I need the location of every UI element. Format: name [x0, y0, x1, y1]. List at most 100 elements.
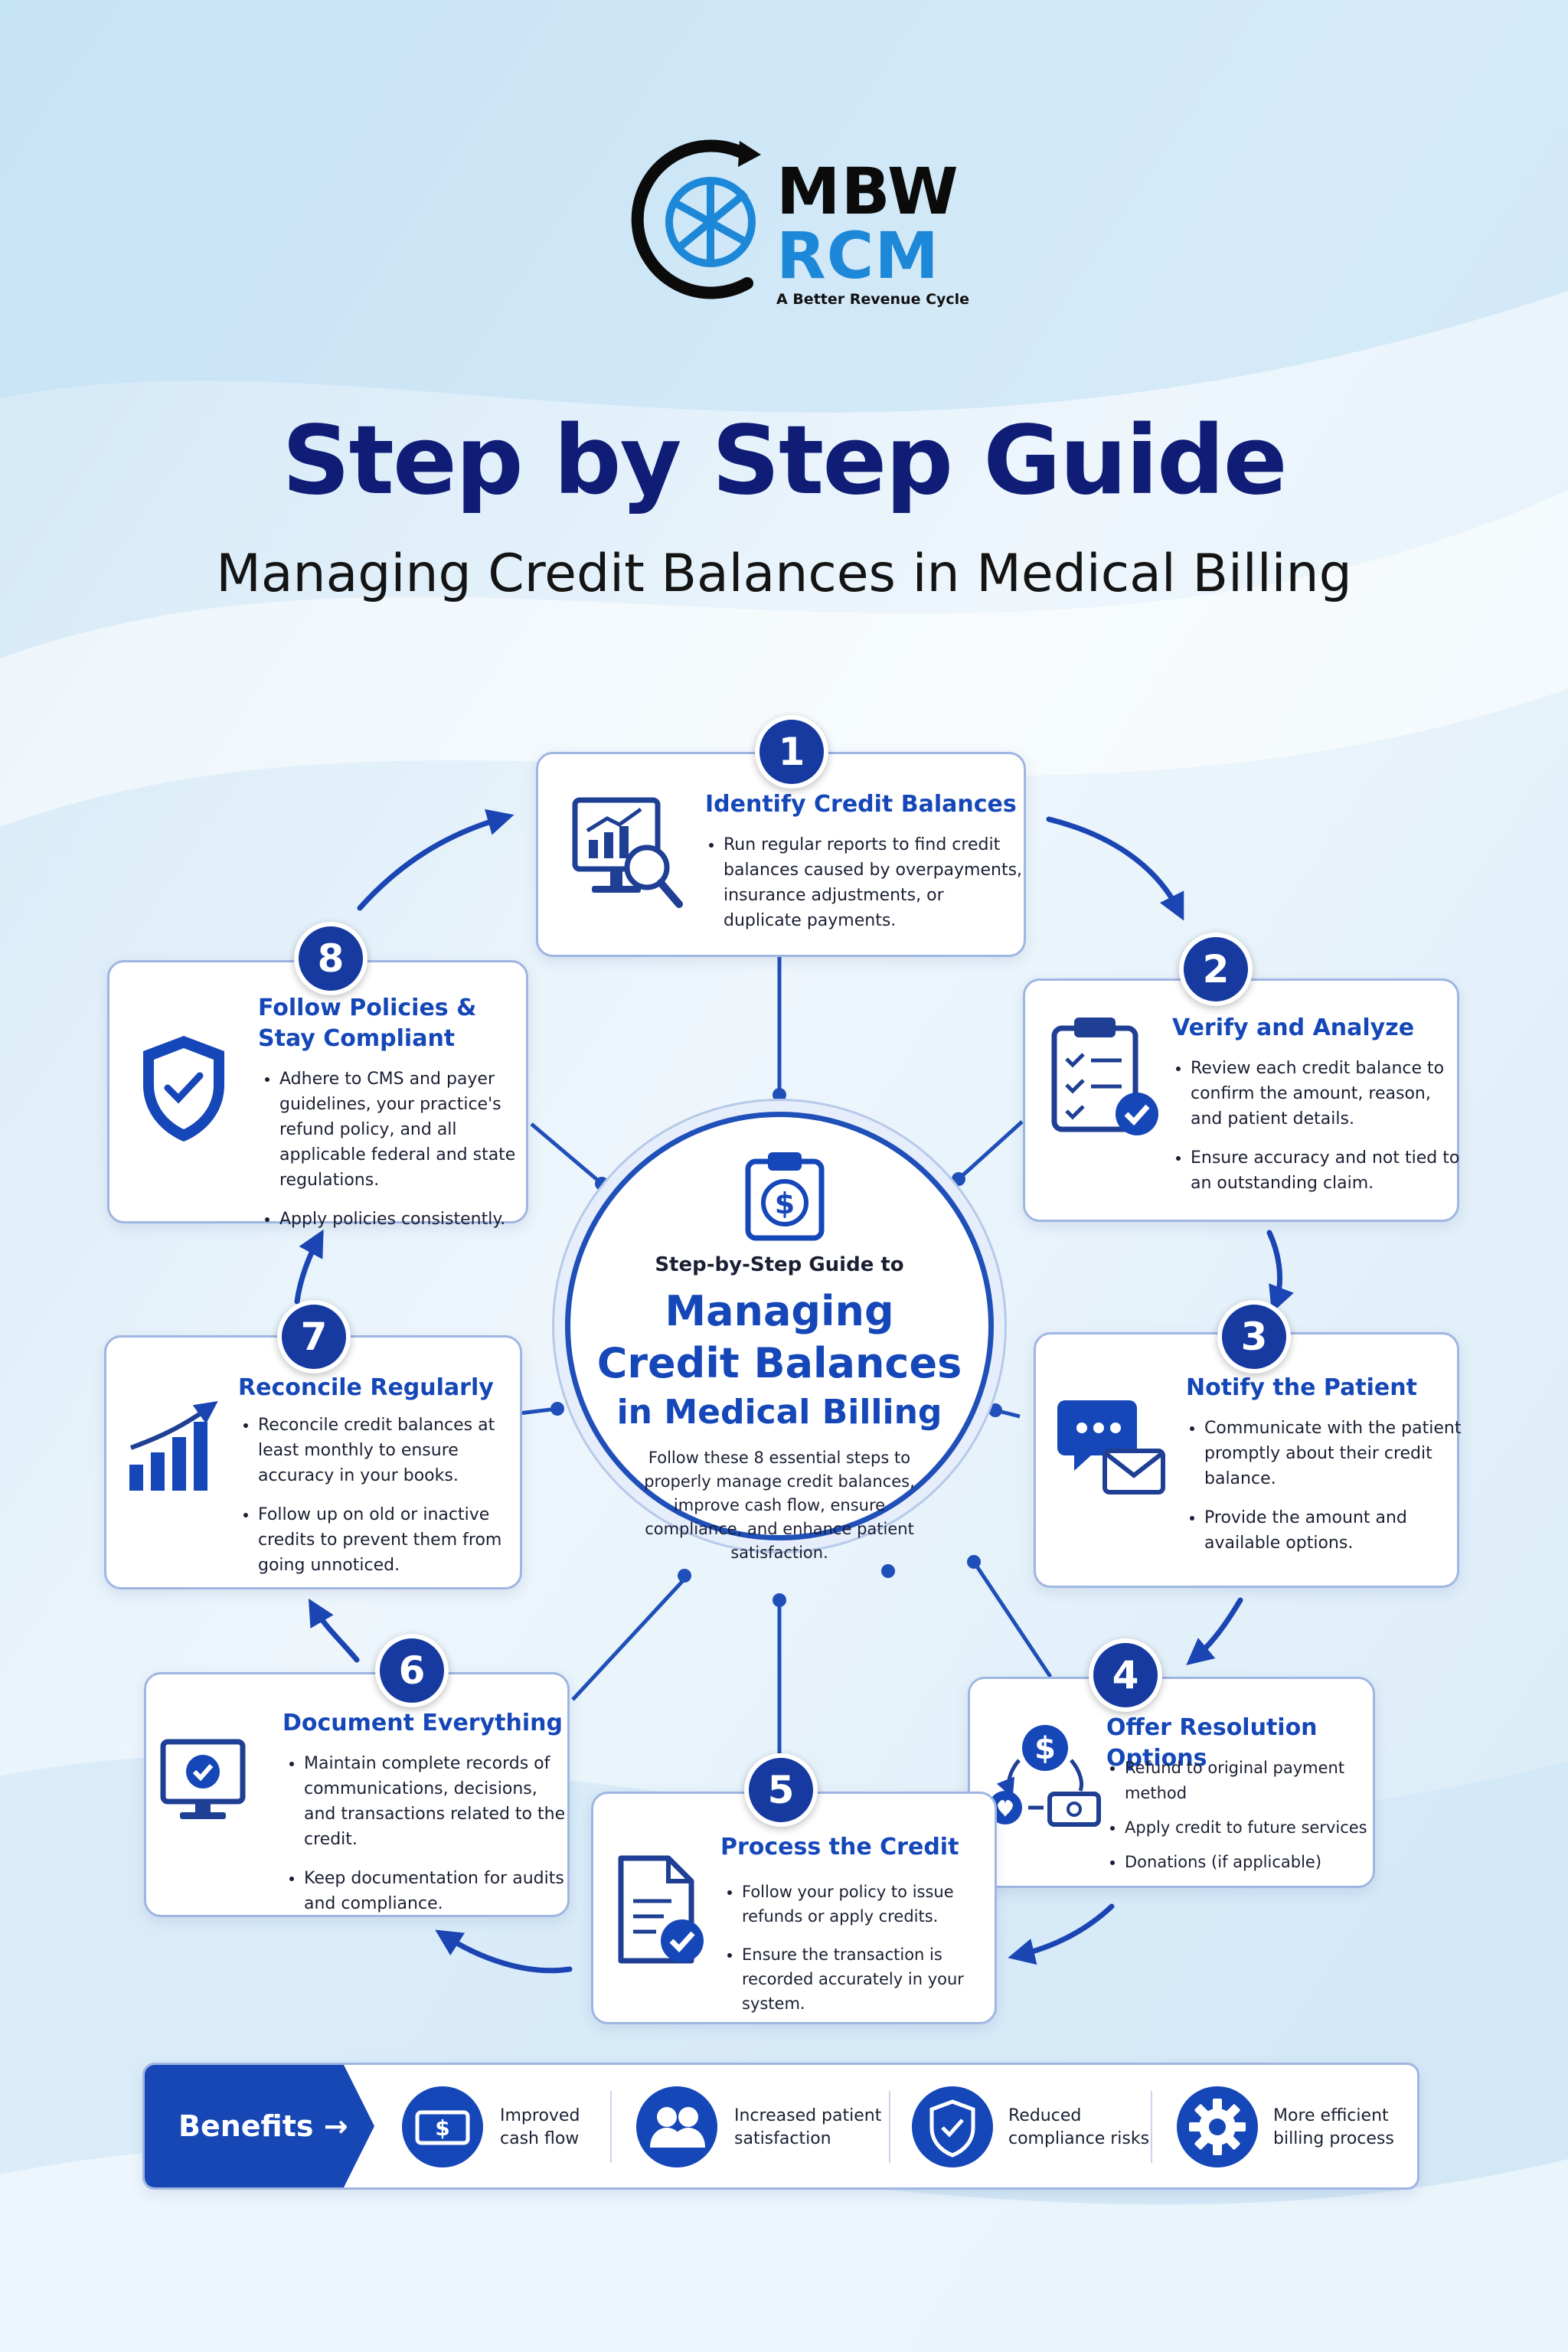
step-card-2: Verify and Analyze Review each credit ba… [1023, 978, 1459, 1222]
step-bullets-1: Run regular reports to find credit balan… [704, 832, 1025, 933]
step-title-6: Document Everything [283, 1710, 563, 1736]
benefits-label: Benefits → [145, 2065, 374, 2187]
step-title-4: Offer Resolution Options [1106, 1714, 1318, 1772]
benefit-text-4: More efficient billing process [1273, 2105, 1394, 2151]
hub-title-line-1: Managing [665, 1287, 894, 1335]
logo-line-1: MBW [776, 154, 959, 229]
hub-title-line-3: in Medical Billing [616, 1393, 942, 1432]
step-badge-1: 1 [755, 715, 828, 789]
step-6-bullet-2: Keep documentation for audits and compli… [304, 1866, 572, 1916]
report-magnifier-icon [572, 797, 683, 908]
benefit-1-line-1: Improved [500, 2106, 580, 2125]
benefit-item-2: Increased patient satisfaction [635, 2065, 881, 2187]
benefit-divider [610, 2091, 612, 2163]
step-card-5: Process the Credit Follow your policy to… [591, 1792, 997, 2024]
svg-text:$: $ [1034, 1731, 1056, 1766]
clipboard-check-icon [1051, 1018, 1158, 1135]
step-bullets-4: Refund to original payment method Apply … [1105, 1756, 1390, 1875]
step-card-8: Follow Policies & Stay Compliant Adhere … [107, 960, 528, 1229]
benefit-text-1: Improved cash flow [500, 2105, 580, 2151]
cash-icon: $ [402, 2086, 483, 2167]
hub-description: Follow these 8 essential steps to proper… [644, 1449, 915, 1562]
document-check-icon [618, 1855, 704, 1964]
step-badge-4: 4 [1089, 1638, 1162, 1712]
step-title-8-line-1: Follow Policies & [258, 995, 477, 1021]
step-badge-3: 3 [1217, 1300, 1291, 1374]
users-icon [636, 2086, 717, 2167]
step-title-8-line-2: Stay Compliant [258, 1025, 456, 1052]
benefit-4-line-2: billing process [1273, 2129, 1394, 2148]
benefit-item-4: More efficient billing process [1175, 2065, 1405, 2187]
benefit-item-1: $ Improved cash flow [400, 2065, 615, 2187]
hub-title: Managing Credit Balances in Medical Bill… [570, 1285, 988, 1436]
step-bullets-7: Reconcile credit balances at least month… [238, 1413, 528, 1578]
hub-kicker: Step-by-Step Guide to [655, 1253, 904, 1276]
step-5-bullet-2: Ensure the transaction is recorded accur… [742, 1942, 1002, 2016]
step-bullets-3: Communicate with the patient promptly ab… [1184, 1416, 1469, 1556]
hub-title-line-2: Credit Balances [596, 1339, 962, 1387]
globe-arrow-icon [631, 139, 761, 299]
page-subtitle: Managing Credit Balances in Medical Bill… [216, 544, 1352, 604]
step-title-3: Notify the Patient [1186, 1374, 1417, 1401]
benefits-bar: Benefits → $ Improved cash flow Increase… [142, 2063, 1419, 2190]
step-card-6: Document Everything Maintain complete re… [144, 1672, 570, 1917]
brand-logo: MBW RCM A Better Revenue Cycle [625, 138, 969, 322]
step-3-bullet-1: Communicate with the patient promptly ab… [1204, 1416, 1469, 1491]
benefit-1-line-2: cash flow [500, 2129, 580, 2148]
step-badge-8: 8 [294, 922, 368, 995]
svg-text:$: $ [435, 2115, 449, 2141]
benefit-3-line-1: Reduced [1008, 2106, 1082, 2125]
step-bullets-2: Review each credit balance to confirm th… [1171, 1056, 1463, 1196]
benefit-text-3: Reduced compliance risks [1008, 2105, 1149, 2151]
clipboard-dollar-icon: $ [745, 1152, 825, 1241]
step-bullets-5: Follow your policy to issue refunds or a… [722, 1880, 1002, 2016]
step-4-bullet-2: Apply credit to future services [1125, 1815, 1390, 1841]
bar-chart-trend-icon [129, 1401, 218, 1491]
step-card-3: Notify the Patient Communicate with the … [1034, 1332, 1461, 1588]
benefit-divider [889, 2091, 890, 2163]
step-1-bullet-1: Run regular reports to find credit balan… [724, 832, 1025, 933]
benefit-item-3: Reduced compliance risks [910, 2065, 1149, 2187]
dollar-options-icon: $ [988, 1725, 1101, 1827]
step-8-bullet-1: Adhere to CMS and payer guidelines, your… [279, 1067, 534, 1193]
step-title-2: Verify and Analyze [1172, 1014, 1415, 1041]
step-badge-7: 7 [277, 1300, 351, 1374]
step-title-1: Identify Credit Balances [705, 791, 1017, 818]
step-2-bullet-1: Review each credit balance to confirm th… [1191, 1056, 1463, 1132]
benefit-3-line-2: compliance risks [1008, 2129, 1150, 2148]
step-badge-6: 6 [375, 1634, 449, 1707]
chat-mail-icon [1057, 1400, 1165, 1494]
gear-icon [1177, 2086, 1258, 2167]
benefit-text-2: Increased patient satisfaction [734, 2105, 881, 2151]
step-title-8: Follow Policies & Stay Compliant [258, 993, 476, 1054]
page-title: Step by Step Guide [282, 406, 1287, 516]
step-7-bullet-2: Follow up on old or inactive credits to … [258, 1502, 528, 1578]
step-3-bullet-2: Provide the amount and available options… [1204, 1505, 1469, 1556]
monitor-check-icon [160, 1739, 246, 1819]
step-4-bullet-1: Refund to original payment method [1125, 1756, 1390, 1806]
step-bullets-8: Adhere to CMS and payer guidelines, your… [260, 1067, 534, 1232]
shield-check-icon [143, 1036, 224, 1142]
step-8-bullet-2: Apply policies consistently. [279, 1207, 534, 1232]
step-badge-2: 2 [1179, 933, 1253, 1006]
step-card-7: Reconcile Regularly Reconcile credit bal… [104, 1335, 522, 1589]
step-title-5: Process the Credit [720, 1834, 959, 1860]
logo-line-2: RCM [776, 218, 939, 293]
shield-icon [912, 2086, 993, 2167]
step-4-bullet-3: Donations (if applicable) [1125, 1850, 1390, 1875]
benefit-4-line-1: More efficient [1273, 2106, 1389, 2125]
step-2-bullet-2: Ensure accuracy and not tied to an outst… [1191, 1145, 1463, 1196]
step-card-4: $ Offer Resolution Options Refund to ori… [968, 1677, 1375, 1888]
step-title-7: Reconcile Regularly [238, 1374, 494, 1401]
benefit-divider [1151, 2091, 1152, 2163]
step-6-bullet-1: Maintain complete records of communicati… [304, 1751, 572, 1852]
logo-tagline: A Better Revenue Cycle [776, 291, 970, 308]
step-bullets-6: Maintain complete records of communicati… [284, 1751, 572, 1916]
benefit-2-line-2: satisfaction [734, 2129, 831, 2148]
step-7-bullet-1: Reconcile credit balances at least month… [258, 1413, 528, 1488]
svg-text:$: $ [775, 1187, 795, 1220]
step-badge-5: 5 [744, 1753, 818, 1827]
benefit-2-line-1: Increased patient [734, 2106, 882, 2125]
step-5-bullet-1: Follow your policy to issue refunds or a… [742, 1880, 1002, 1929]
